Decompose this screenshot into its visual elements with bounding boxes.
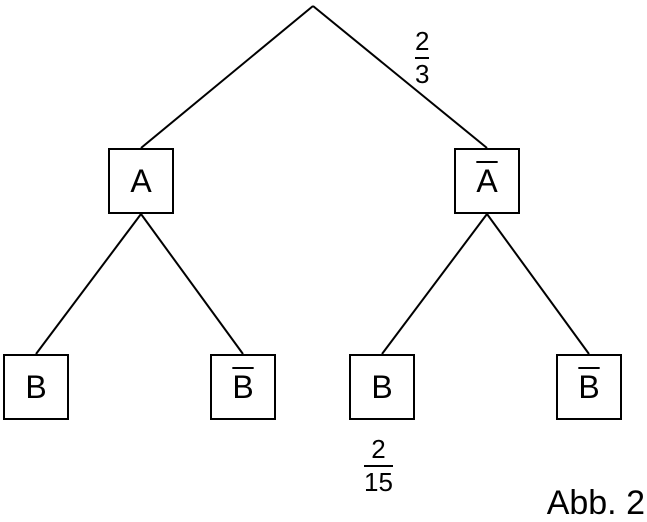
branch-a-to-b-bar [140, 213, 244, 355]
node-b-under-a-bar-label: B [371, 369, 393, 405]
probability-a-bar-and-b: 2 15 [364, 436, 393, 495]
node-b-under-a-label: B [25, 369, 47, 405]
node-a-bar-label: A [476, 163, 498, 199]
branch-a-bar-to-b-bar [486, 213, 590, 355]
probability-numerator: 2 [415, 26, 430, 56]
branch-root-to-a-bar [312, 5, 488, 149]
branch-root-to-a [140, 5, 314, 149]
probability-root-to-a-bar: 2 3 [415, 26, 430, 89]
node-b-bar-under-a: B [210, 354, 276, 420]
fraction-bar [364, 465, 393, 467]
node-a: A [108, 148, 174, 214]
probability-denominator: 3 [415, 59, 430, 89]
node-a-bar: A [454, 148, 520, 214]
node-b-bar-under-a-bar-label: B [578, 369, 600, 405]
node-b-bar-under-a-label: B [232, 369, 254, 405]
figure-caption: Abb. 2 [546, 484, 645, 522]
probability-numerator: 2 [371, 434, 386, 464]
node-b-under-a-bar: B [349, 354, 415, 420]
branch-a-bar-to-b [381, 213, 488, 355]
probability-denominator: 15 [364, 467, 393, 497]
node-b-under-a: B [3, 354, 69, 420]
node-a-label: A [130, 163, 152, 199]
fraction-bar [415, 57, 430, 59]
branch-a-to-b [35, 213, 142, 355]
node-b-bar-under-a-bar: B [556, 354, 622, 420]
